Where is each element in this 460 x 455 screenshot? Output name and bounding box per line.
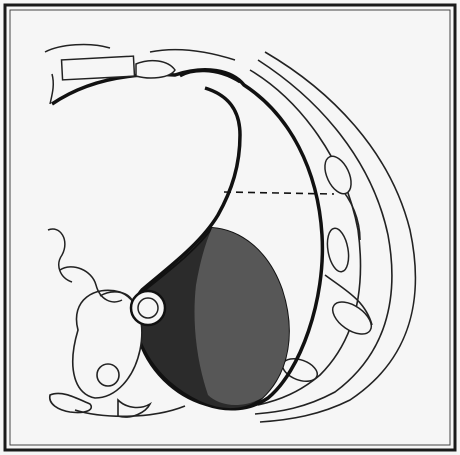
sternum-bar bbox=[62, 56, 135, 80]
aorta bbox=[131, 291, 165, 325]
aorta-inner bbox=[138, 298, 158, 318]
spinal-canal bbox=[97, 364, 119, 386]
